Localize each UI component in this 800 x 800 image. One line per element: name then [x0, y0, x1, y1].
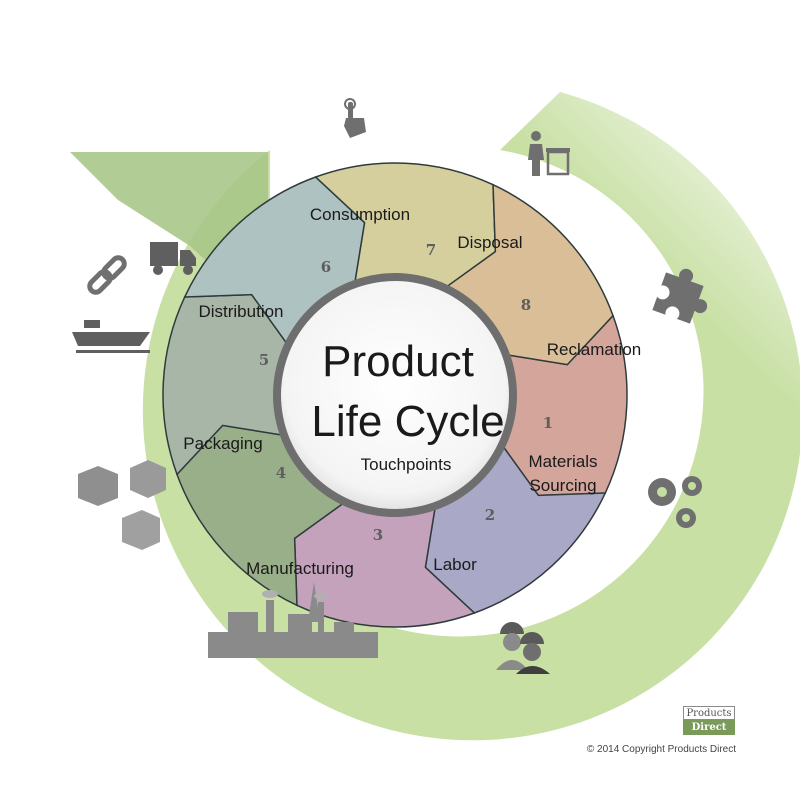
touch-icon: [344, 98, 366, 138]
stage-number: 4: [276, 464, 286, 482]
copyright-text: © 2014 Copyright Products Direct: [586, 744, 736, 755]
stage-label-line: Materials: [529, 452, 598, 471]
stage-number: 2: [485, 506, 495, 524]
stage-label: Consumption: [310, 205, 410, 224]
boxes-icon: [78, 460, 166, 550]
stage-number: 7: [426, 241, 436, 259]
workers-icon: [496, 622, 550, 674]
products-direct-logo: Products Direct: [683, 706, 735, 736]
stage-number: 1: [543, 414, 553, 432]
center-title-line2: Life Cycle: [311, 397, 504, 446]
stage-label-line: Consumption: [310, 205, 410, 224]
stage-label-line: Labor: [433, 555, 477, 574]
stage-label: Distribution: [198, 302, 283, 321]
logo-bottom-text: Direct: [683, 720, 735, 735]
ship-icon: [72, 320, 150, 353]
cycle-arrow: [70, 92, 800, 741]
chain-link-icon: [87, 255, 127, 295]
stage-number: 3: [373, 526, 383, 544]
factory-icon: [208, 582, 378, 658]
stage-label: Reclamation: [547, 340, 642, 359]
trash-person-icon: [528, 131, 570, 176]
stage-label-line: Reclamation: [547, 340, 642, 359]
center-disc: [281, 281, 509, 509]
stage-label-line: Manufacturing: [246, 559, 354, 578]
center-title-line1: Product: [322, 337, 474, 386]
stage-label-line: Sourcing: [529, 476, 596, 495]
center-subtitle: Touchpoints: [361, 455, 452, 474]
logo-top-text: Products: [683, 706, 735, 720]
gears-icon: [648, 476, 702, 528]
stage-label: Manufacturing: [246, 559, 354, 578]
puzzle-icon: [652, 268, 708, 324]
stage-label: Disposal: [457, 233, 522, 252]
stage-number: 8: [521, 296, 531, 314]
stage-label-line: Disposal: [457, 233, 522, 252]
stage-number: 5: [259, 351, 269, 369]
stage-number: 6: [321, 258, 331, 276]
stage-label: Packaging: [183, 434, 262, 453]
stage-label-line: Packaging: [183, 434, 262, 453]
stage-label-line: Distribution: [198, 302, 283, 321]
stage-label: Labor: [433, 555, 477, 574]
truck-icon: [150, 242, 196, 275]
